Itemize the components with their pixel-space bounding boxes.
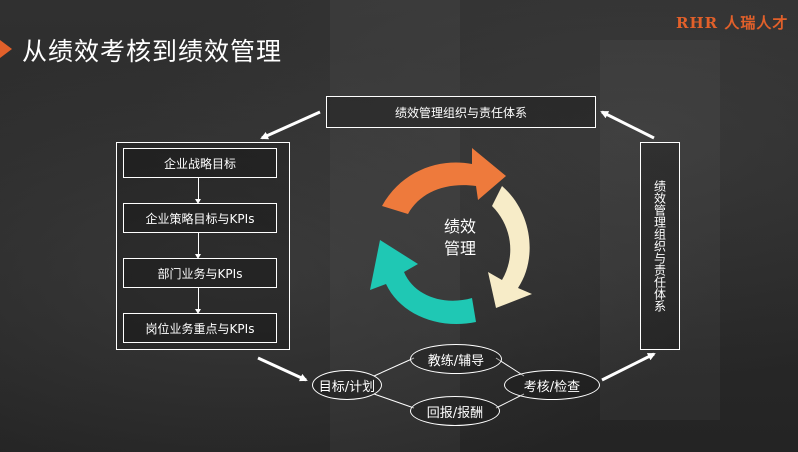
cycle-arrow-teal-icon bbox=[370, 240, 476, 325]
cycle-node-label: 目标/计划 bbox=[318, 379, 376, 395]
cascade-item-policy: 企业策略目标与KPIs bbox=[123, 203, 277, 233]
arrow-cycle-to-right-icon bbox=[601, 352, 656, 382]
cycle-node-reward: 回报/报酬 bbox=[410, 396, 500, 426]
cycle-link-line bbox=[495, 393, 525, 409]
cycle-link-line bbox=[373, 357, 415, 377]
background-panel bbox=[600, 40, 720, 420]
cascade-item-label: 岗位业务重点与KPIs bbox=[145, 321, 255, 336]
cycle-node-coaching: 教练/辅导 bbox=[410, 344, 502, 374]
right-responsibility-box: 绩效管理组织与责任体系 bbox=[640, 142, 680, 350]
cycle-arrow-orange-icon bbox=[382, 148, 506, 214]
cascade-item-department: 部门业务与KPIs bbox=[123, 258, 277, 288]
top-responsibility-box: 绩效管理组织与责任体系 bbox=[326, 96, 596, 128]
cycle-node-label: 考核/检查 bbox=[523, 379, 581, 395]
cycle-node-goal-plan: 目标/计划 bbox=[312, 370, 382, 400]
cascade-item-strategy: 企业战略目标 bbox=[123, 148, 277, 178]
down-arrow-icon bbox=[195, 288, 201, 314]
cycle-node-label: 回报/报酬 bbox=[426, 405, 484, 421]
strategy-cascade-panel bbox=[116, 142, 290, 350]
arrow-left-to-cycle-icon bbox=[257, 356, 308, 382]
center-label-line1: 绩效 bbox=[443, 217, 476, 236]
center-label: 绩效 管理 bbox=[432, 216, 488, 260]
slide-title: 从绩效考核到绩效管理 bbox=[22, 37, 283, 66]
cascade-item-position: 岗位业务重点与KPIs bbox=[123, 313, 277, 343]
brand-logo: RHR 人瑞人才 bbox=[676, 14, 789, 32]
down-arrow-icon bbox=[195, 233, 201, 259]
cascade-item-label: 部门业务与KPIs bbox=[157, 266, 243, 281]
right-box-label: 绩效管理组织与责任体系 bbox=[652, 180, 667, 312]
cycle-node-review: 考核/检查 bbox=[504, 370, 600, 400]
top-box-label: 绩效管理组织与责任体系 bbox=[394, 105, 527, 120]
center-label-line2: 管理 bbox=[443, 239, 476, 258]
title-marker-icon bbox=[0, 40, 12, 58]
cycle-arrow-cream-icon bbox=[488, 186, 532, 308]
arrow-right-to-top-icon bbox=[600, 110, 655, 140]
cascade-item-label: 企业策略目标与KPIs bbox=[145, 211, 255, 226]
cycle-link-line bbox=[373, 393, 415, 409]
arrow-top-to-left-icon bbox=[260, 110, 321, 140]
cascade-item-label: 企业战略目标 bbox=[163, 156, 236, 171]
down-arrow-icon bbox=[195, 178, 201, 204]
cycle-node-label: 教练/辅导 bbox=[427, 353, 485, 369]
